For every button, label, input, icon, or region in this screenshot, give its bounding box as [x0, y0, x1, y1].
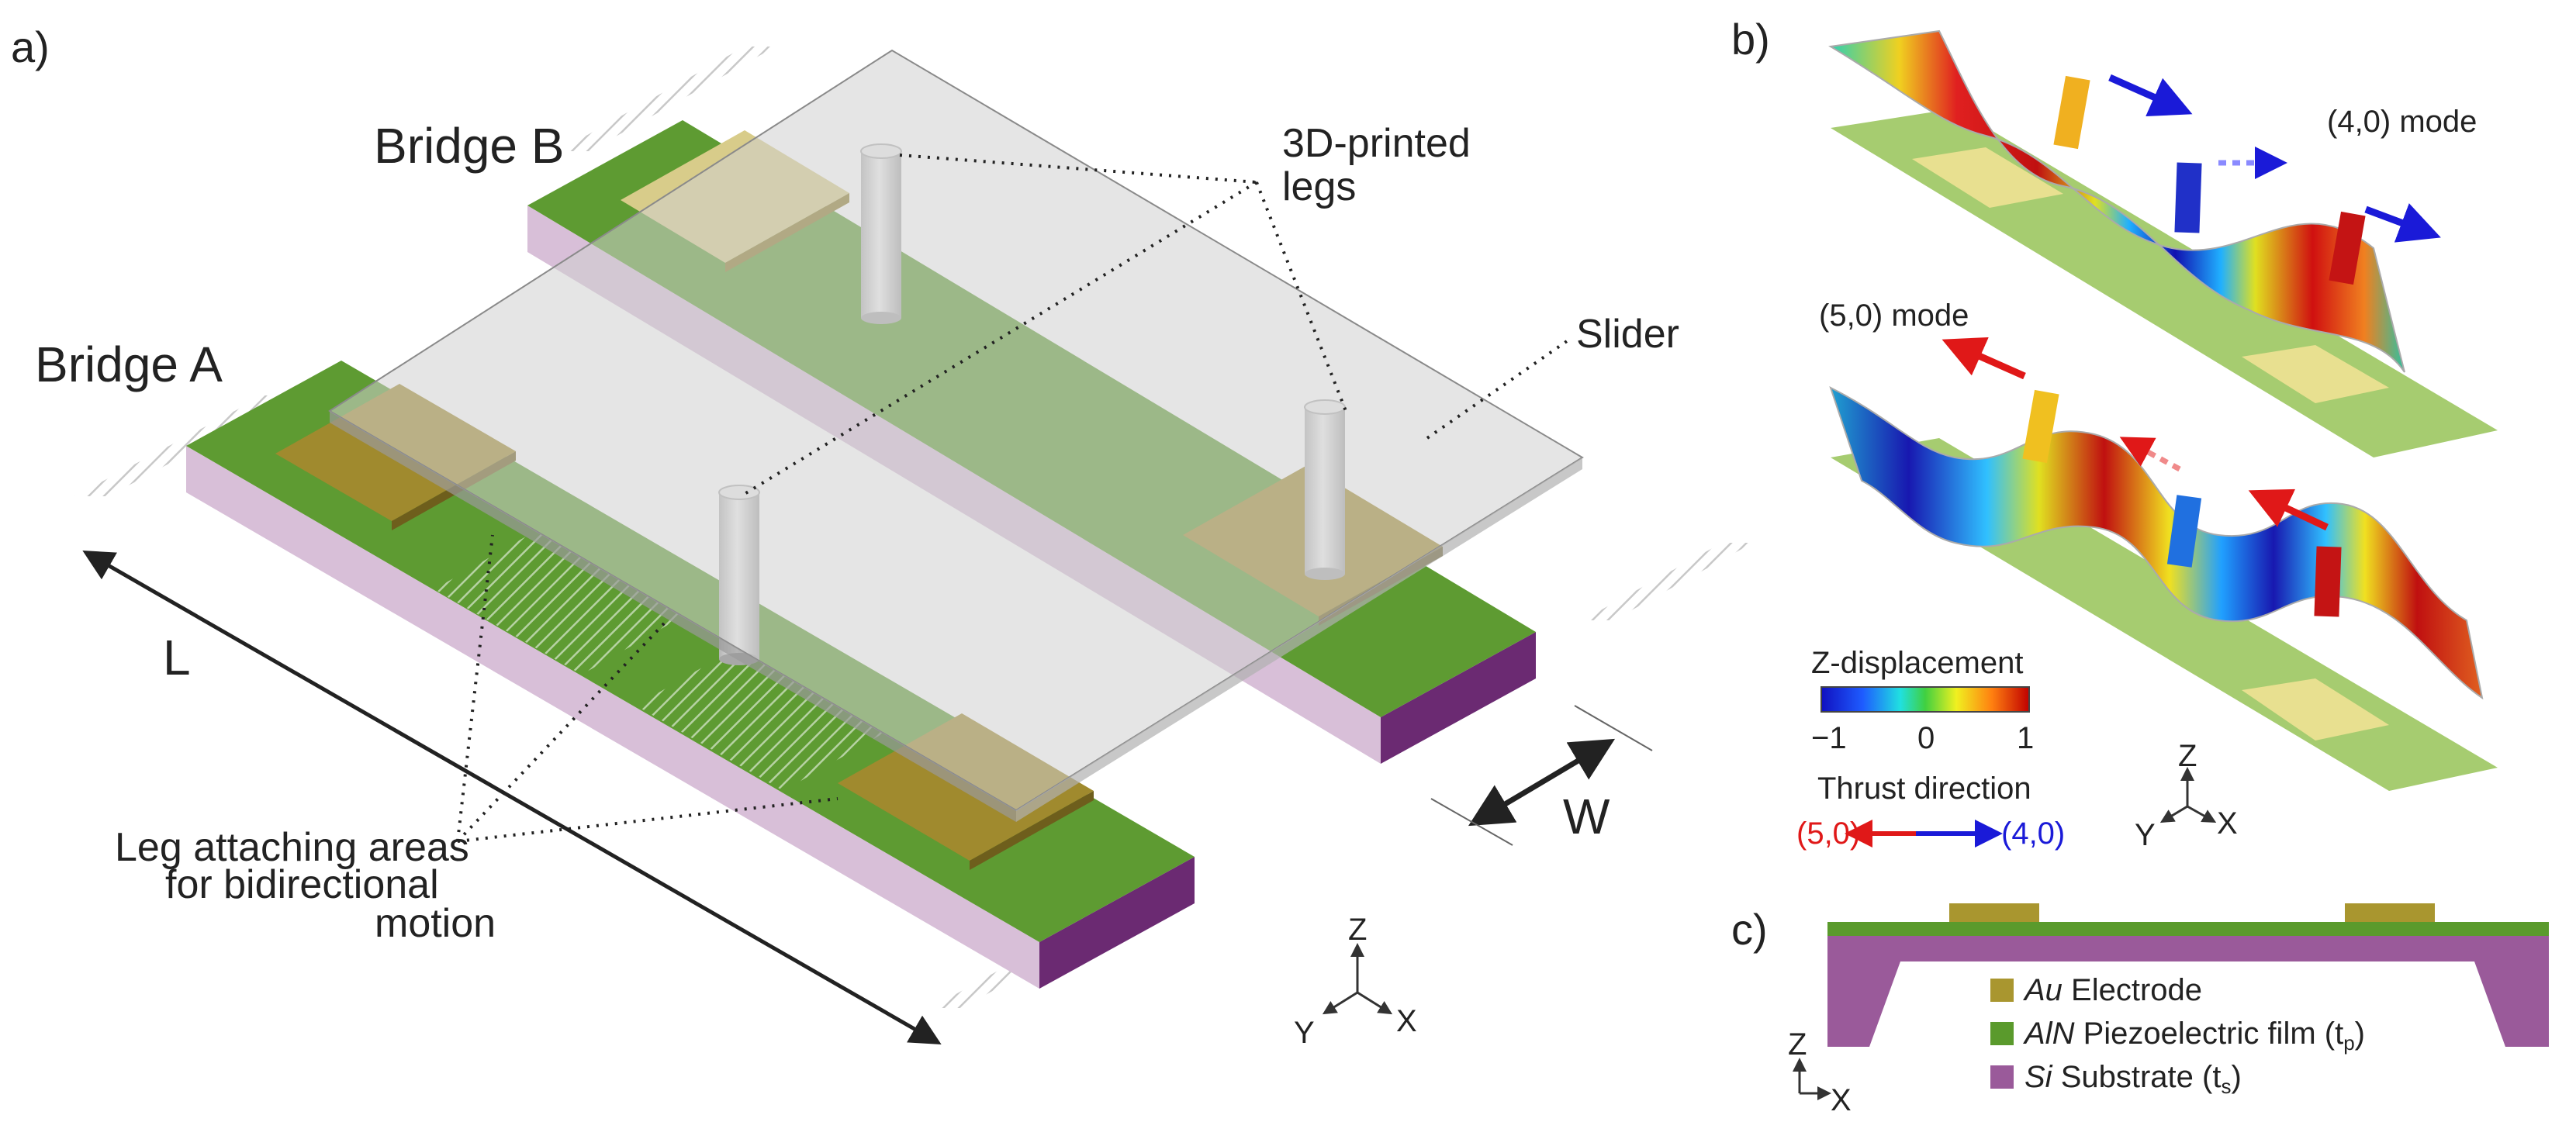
axis-y-label-b: Y — [2135, 818, 2156, 852]
colorbar-tick-mid: 0 — [1917, 721, 1935, 755]
axis-y-label: Y — [1294, 1016, 1315, 1050]
electrode-right — [2345, 903, 2435, 922]
axis-x-label-c: X — [1831, 1083, 1852, 1117]
svg-text:Au Electrode: Au Electrode — [2023, 973, 2202, 1007]
axis-x-label-b: X — [2217, 806, 2238, 841]
attach-label-line3: motion — [375, 901, 496, 946]
bridge-a-label: Bridge A — [35, 337, 223, 392]
axis-triad-b: Z Y X — [2135, 739, 2238, 852]
legend-item-substrate: Si Substrate (ts) — [1990, 1060, 2242, 1098]
legend-item-piezo: AlN Piezoelectric film (tp) — [1990, 1017, 2365, 1055]
axis-triad-c: Z X — [1788, 1027, 1852, 1117]
colorbar-title: Z-displacement — [1811, 646, 2023, 680]
mode-40-pillars — [2053, 75, 2366, 285]
si-substrate — [1827, 936, 2549, 1047]
colorbar-tick-max: 1 — [2017, 721, 2034, 755]
legs-label-line2: legs — [1282, 164, 1356, 209]
axis-z-label-c: Z — [1788, 1027, 1807, 1062]
thrust-title: Thrust direction — [1817, 772, 2031, 806]
panel-c-label: c) — [1731, 905, 1768, 954]
thrust-right-label: (4,0) — [2001, 816, 2065, 851]
panel-b-label: b) — [1731, 15, 1770, 64]
mode-40-label: (4,0) mode — [2327, 105, 2477, 139]
axis-z-label-b: Z — [2178, 739, 2197, 773]
colorbar-gradient — [1820, 686, 2030, 713]
colorbar: Z-displacement −1 0 1 Thrust direction (… — [1796, 646, 2065, 851]
slider-label: Slider — [1576, 312, 1679, 357]
panel-a: a) — [11, 22, 1753, 1050]
axis-z-label: Z — [1348, 913, 1367, 947]
attach-label-line1: Leg attaching areas — [115, 825, 469, 870]
legend-item-electrode: Au Electrode — [1990, 973, 2202, 1007]
electrode-left — [1949, 903, 2039, 922]
axis-triad-a: Z Y X — [1294, 913, 1417, 1050]
dimension-arrows — [82, 551, 1653, 1044]
axis-x-label: X — [1396, 1004, 1417, 1038]
attach-label-line2: for bidirectional — [165, 862, 439, 907]
legend-c: Au Electrode AlN Piezoelectric film (tp)… — [1990, 973, 2365, 1098]
cross-section — [1827, 903, 2549, 1047]
bridge-b-label: Bridge B — [374, 118, 564, 174]
panel-c: c) Au Electrode AlN Piezoelectric film (… — [1731, 903, 2549, 1117]
legs-label-line1: 3D-printed — [1282, 121, 1471, 166]
mode-40-view — [1828, 29, 2498, 457]
mode-50-view — [1829, 337, 2498, 791]
mode-50-label: (5,0) mode — [1819, 299, 1969, 333]
dimension-w-label: W — [1563, 789, 1610, 844]
svg-text:Si Substrate (ts): Si Substrate (ts) — [2024, 1060, 2242, 1098]
panel-b: b) (4,0) mode — [1731, 15, 2498, 852]
thrust-left-label: (5,0) — [1796, 816, 1860, 851]
mode-50-pillars — [2022, 389, 2342, 617]
piezo-film — [1827, 922, 2549, 936]
panel-a-label: a) — [11, 22, 50, 71]
colorbar-tick-min: −1 — [1811, 721, 1847, 755]
svg-text:AlN Piezoelectric film (tp): AlN Piezoelectric film (tp) — [2023, 1017, 2365, 1055]
dimension-l-label: L — [163, 630, 191, 685]
